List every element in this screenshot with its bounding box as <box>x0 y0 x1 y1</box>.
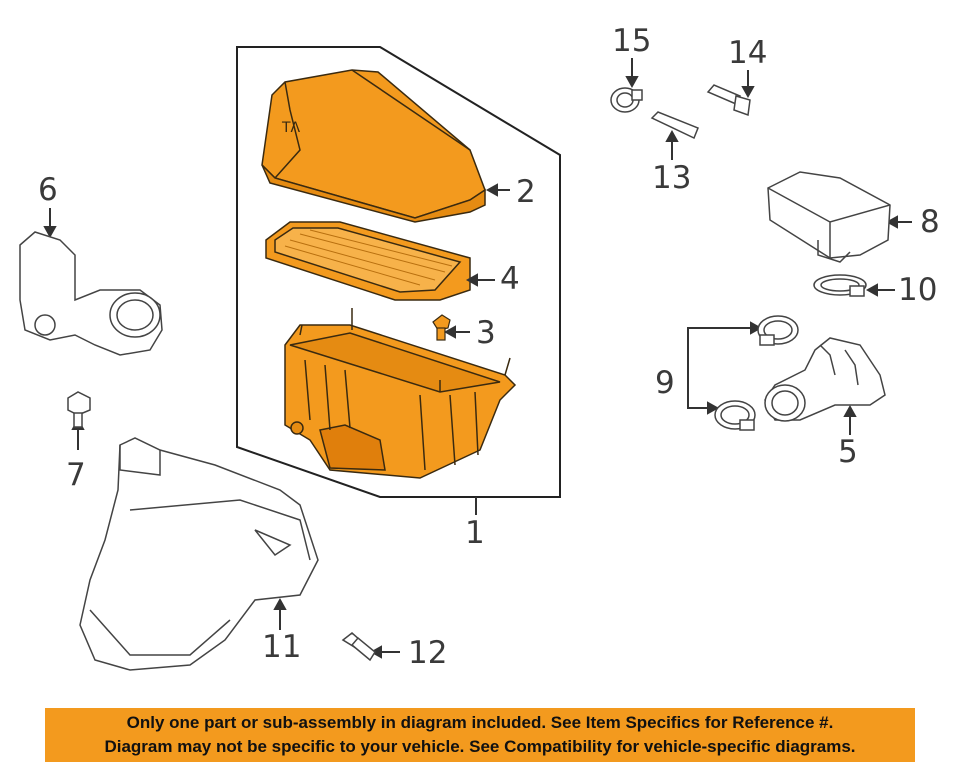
clamp-part-15[interactable] <box>610 87 643 113</box>
callout-6: 6 <box>38 172 58 208</box>
connector-part-14[interactable] <box>706 84 751 117</box>
callout-8: 8 <box>920 204 940 240</box>
callout-5: 5 <box>838 434 858 470</box>
callout-12: 12 <box>408 635 448 671</box>
callout-15: 15 <box>612 23 652 59</box>
air-cleaner-cover[interactable]: TΛ <box>261 69 486 223</box>
callout-10: 10 <box>898 272 938 308</box>
callout-3: 3 <box>476 315 496 351</box>
resonator-part-6[interactable] <box>19 231 163 356</box>
disclaimer-line-1: Only one part or sub-assembly in diagram… <box>126 713 834 732</box>
bolt-part-12[interactable] <box>341 632 376 662</box>
callout-11: 11 <box>262 629 302 665</box>
bolt-part-7[interactable] <box>67 391 91 428</box>
callout-4: 4 <box>500 261 520 297</box>
air-filter-element[interactable] <box>265 221 471 301</box>
leader-lines <box>43 58 912 659</box>
callout-13: 13 <box>652 160 692 196</box>
callout-1: 1 <box>465 515 485 551</box>
disclaimer-banner: Only one part or sub-assembly in diagram… <box>45 708 915 762</box>
disclaimer-line-2: Diagram may not be specific to your vehi… <box>104 737 856 756</box>
cap-part-8[interactable] <box>767 171 891 263</box>
air-cleaner-case[interactable] <box>284 308 517 479</box>
bolt-part-3[interactable] <box>432 314 451 341</box>
callout-9: 9 <box>655 365 675 401</box>
parts-diagram: TΛ <box>19 46 912 671</box>
callout-7: 7 <box>66 457 86 493</box>
svg-text:TΛ: TΛ <box>281 120 301 136</box>
intake-hose-part-5[interactable] <box>764 337 886 422</box>
callout-14: 14 <box>728 35 768 71</box>
bolt-part-13[interactable] <box>650 111 699 140</box>
callout-2: 2 <box>516 174 536 210</box>
intake-box-part-11[interactable] <box>79 437 319 671</box>
clamp-part-10[interactable] <box>813 274 867 297</box>
clamps-part-9[interactable] <box>714 315 799 431</box>
